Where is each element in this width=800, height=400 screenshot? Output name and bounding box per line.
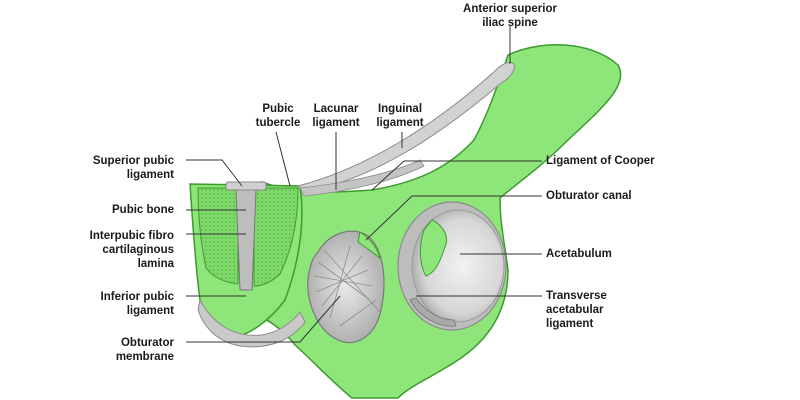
- label-transverse-acetabular-ligament: Transverse acetabular ligament: [546, 290, 607, 330]
- label-obturator-membrane: Obturator membrane: [115, 337, 174, 363]
- label-inferior-pubic-ligament: Inferior pubic ligament: [100, 291, 174, 317]
- lunate-surface: [419, 219, 447, 277]
- label-inguinal-ligament: Inguinal ligament: [376, 103, 424, 129]
- leader-lines: [186, 26, 542, 343]
- label-lacunar-ligament: Lacunar ligament: [312, 103, 360, 129]
- leader-superior-pubic: [186, 159, 243, 187]
- obturator-foramen: [307, 230, 385, 344]
- cooper-ligament-shape: [299, 159, 425, 197]
- label-acetabulum: Acetabulum: [546, 248, 612, 260]
- label-pubic-tubercle: Pubic tubercle: [255, 103, 301, 129]
- obturator-canal-shape: [357, 231, 381, 260]
- label-interpubic-lamina: Interpubic fibro cartilaginous lamina: [89, 230, 174, 270]
- label-anterior-superior-iliac-spine: Anterior superior iliac spine: [463, 3, 557, 29]
- label-obturator-canal: Obturator canal: [546, 190, 632, 202]
- leader-obturator-membrane: [186, 295, 341, 343]
- transverse-acetabular-ligament-shape: [409, 297, 457, 327]
- leader-obturator-canal: [365, 195, 542, 241]
- interpubic-lamina: [235, 189, 257, 291]
- obturator-membrane-fibers: [313, 245, 381, 327]
- pubic-surface-left: [197, 187, 239, 285]
- leader-cooper: [371, 160, 542, 191]
- inferior-ramus-edge: [197, 298, 306, 348]
- pubic-surface-right: [253, 187, 299, 287]
- superior-pubic-ligament-shape: [225, 181, 267, 191]
- leader-pubic-tubercle: [275, 131, 291, 187]
- label-ligament-of-cooper: Ligament of Cooper: [546, 155, 655, 167]
- label-superior-pubic-ligament: Superior pubic ligament: [92, 155, 174, 181]
- label-pubic-bone: Pubic bone: [112, 204, 174, 216]
